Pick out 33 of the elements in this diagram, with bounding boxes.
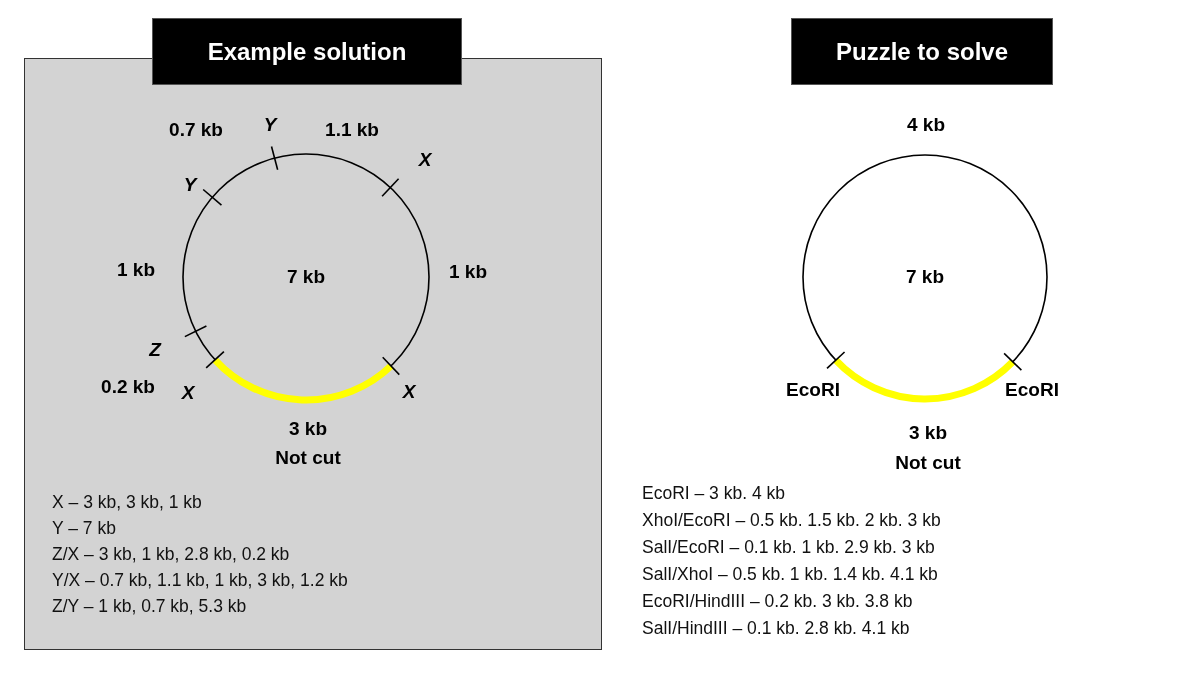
size-label: 7 kb	[906, 266, 944, 288]
title-banner: Example solution	[152, 18, 462, 85]
digest-result: SalI/HindIII – 0.1 kb. 2.8 kb. 4.1 kb	[642, 617, 910, 639]
digest-result: XhoI/EcoRI – 0.5 kb. 1.5 kb. 2 kb. 3 kb	[642, 509, 941, 531]
fragment-label: EcoRI	[1005, 379, 1059, 401]
site-label: Z	[149, 339, 161, 361]
digest-result: EcoRI – 3 kb. 4 kb	[642, 482, 785, 504]
digest-result: EcoRI/HindIII – 0.2 kb. 3 kb. 3.8 kb	[642, 590, 913, 612]
site-label: X	[181, 382, 195, 404]
fragment-label: 3 kb	[289, 418, 327, 440]
digest-result: SalI/XhoI – 0.5 kb. 1 kb. 1.4 kb. 4.1 kb	[642, 563, 938, 585]
digest-result: X – 3 kb, 3 kb, 1 kb	[52, 491, 202, 513]
fragment-label: 3 kb	[909, 422, 947, 444]
fragment-label: 1 kb	[117, 259, 155, 281]
digest-result: Z/X – 3 kb, 1 kb, 2.8 kb, 0.2 kb	[52, 543, 290, 565]
digest-result: SalI/EcoRI – 0.1 kb. 1 kb. 2.9 kb. 3 kb	[642, 536, 935, 558]
fragment-label: Not cut	[275, 447, 341, 469]
title-banner: Puzzle to solve	[791, 18, 1053, 85]
site-label: Y	[183, 174, 197, 196]
fragment-label: 0.7 kb	[169, 119, 223, 141]
site-label: X	[418, 149, 432, 171]
digest-result: Y – 7 kb	[52, 517, 116, 539]
fragment-label: 1 kb	[449, 261, 487, 283]
digest-result: Y/X – 0.7 kb, 1.1 kb, 1 kb, 3 kb, 1.2 kb	[52, 569, 348, 591]
fragment-label: EcoRI	[786, 379, 840, 401]
fragment-label: Not cut	[895, 452, 961, 474]
size-label: 7 kb	[287, 266, 325, 288]
fragment-label: 4 kb	[907, 114, 945, 136]
site-label: X	[402, 381, 416, 403]
digest-result: Z/Y – 1 kb, 0.7 kb, 5.3 kb	[52, 595, 247, 617]
fragment-label: 0.2 kb	[101, 376, 155, 398]
site-label: Y	[263, 114, 277, 136]
fragment-label: 1.1 kb	[325, 119, 379, 141]
